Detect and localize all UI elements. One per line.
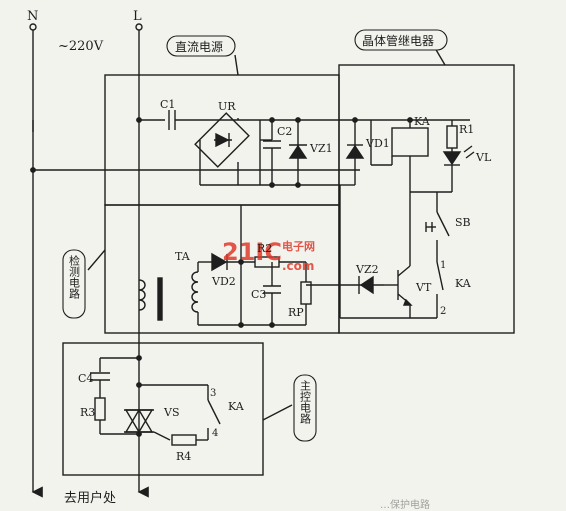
c2-label: C2	[277, 125, 292, 138]
vz1-label: VZ1	[309, 142, 333, 155]
pin1-label: 1	[440, 260, 446, 271]
resistor-r1	[446, 125, 458, 149]
pin2-label: 2	[440, 306, 446, 317]
sb-label: SB	[455, 216, 471, 229]
c1-label: C1	[160, 98, 175, 111]
to-user-label: 去用户处	[64, 490, 116, 506]
led-vl	[442, 151, 462, 166]
r2-label: R2	[257, 242, 272, 255]
diode-vd1	[345, 144, 365, 159]
resistor-r4	[171, 434, 197, 446]
n-terminal	[29, 23, 37, 31]
diode-vd2	[211, 252, 228, 272]
main-ctrl-callout	[293, 374, 317, 442]
bridge-ur	[194, 112, 250, 168]
c3-label: C3	[251, 288, 266, 301]
detect-box	[104, 204, 340, 334]
relay-coil-ka	[391, 127, 429, 157]
pin4-label: 4	[212, 428, 218, 439]
contact-ka-34	[207, 399, 221, 425]
c4-label: C4	[78, 372, 93, 385]
vs-label: VS	[163, 406, 179, 419]
watermark-brand: 21IC	[222, 238, 282, 266]
watermark-domain: .com	[282, 259, 314, 273]
detect-label: 检测电路	[68, 254, 81, 300]
ssr-label: 晶体管继电器	[362, 33, 434, 48]
rp-label: RP	[288, 306, 304, 319]
switch-sb	[436, 211, 450, 237]
ta-label: TA	[175, 250, 191, 263]
pin3-label: 3	[210, 388, 216, 399]
n-label: N	[27, 9, 38, 24]
dc-power-callout	[166, 35, 236, 57]
ur-label: UR	[218, 100, 236, 113]
ka-main-label: KA	[228, 400, 245, 413]
ssr-box	[338, 64, 515, 334]
caption-fragment: …保护电路	[380, 498, 430, 511]
r4-label: R4	[176, 450, 191, 463]
main-ctrl-label: 主控电路	[299, 380, 312, 425]
vt-label: VT	[415, 281, 432, 294]
resistor-r3	[94, 397, 106, 421]
detect-callout	[62, 249, 86, 319]
r3-label: R3	[80, 406, 95, 419]
voltage-label: ~220V	[58, 39, 104, 54]
ka-coil-label: KA	[414, 115, 431, 128]
zener-vz2	[359, 275, 374, 295]
ssr-callout	[354, 29, 448, 51]
contact-ka-12	[436, 261, 444, 291]
vd1-label: VD1	[365, 137, 390, 150]
l-terminal	[135, 23, 143, 31]
dc-power-label: 直流电源	[175, 40, 223, 54]
vz2-label: VZ2	[355, 263, 379, 276]
ka-contact-label: KA	[455, 277, 472, 290]
main-ctrl-box	[62, 342, 264, 476]
watermark-cn: 电子网	[282, 239, 315, 253]
l-label: L	[133, 9, 142, 24]
vl-label: VL	[475, 151, 492, 164]
transformer-ta	[138, 279, 146, 311]
zener-vz1	[288, 144, 308, 159]
vd2-label: VD2	[211, 275, 236, 288]
r1-label: R1	[459, 123, 474, 136]
